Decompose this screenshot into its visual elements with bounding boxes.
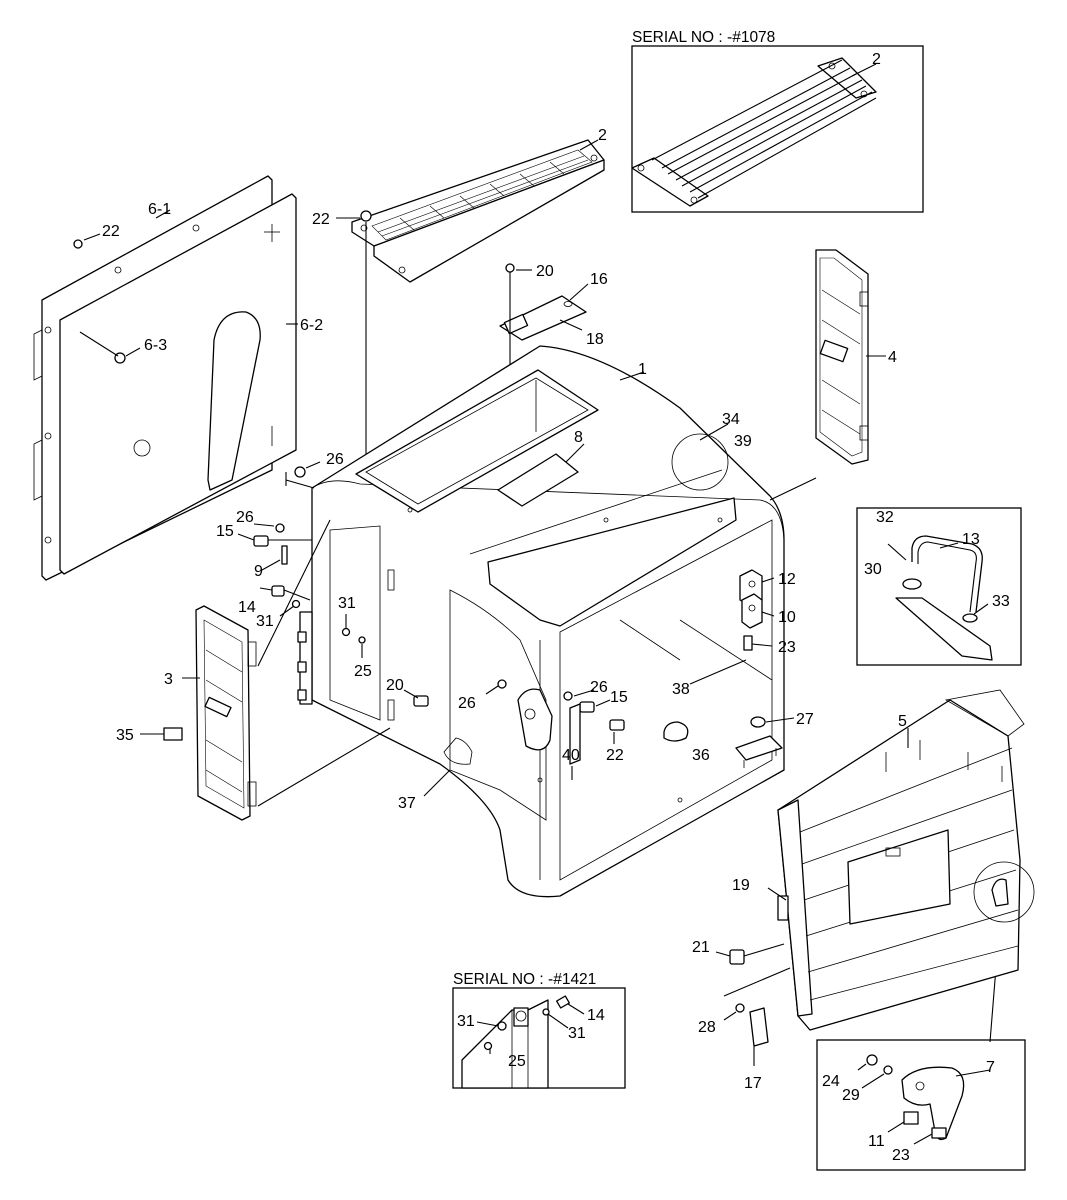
callout-23-inset: 23 [892, 1147, 910, 1164]
callout-31-a: 31 [256, 613, 274, 630]
inset-latch: 24 29 7 11 23 [816, 1039, 1026, 1171]
inset-serial-1421: SERIAL NO : -#1421 31 31 14 25 [452, 971, 626, 1089]
inset-serial-1078: SERIAL NO : -#1078 2 [631, 29, 924, 213]
callout-17: 17 [744, 1075, 762, 1092]
cover-plate-16-18 [499, 263, 589, 506]
front-hardware [403, 659, 747, 797]
callout-6-3: 6-3 [144, 337, 167, 354]
side-panel-6 [33, 175, 298, 581]
callout-8: 8 [574, 429, 583, 446]
callout-2-inset: 2 [872, 51, 881, 68]
callout-35: 35 [116, 727, 134, 744]
callout-31-inset-b: 31 [568, 1025, 586, 1042]
callout-4: 4 [888, 349, 897, 366]
callout-25-inset: 25 [508, 1053, 526, 1070]
callout-2-top: 2 [598, 127, 607, 144]
callout-21: 21 [692, 939, 710, 956]
callout-16: 16 [590, 271, 608, 288]
callout-10: 10 [778, 609, 796, 626]
callout-19: 19 [732, 877, 750, 894]
callout-40: 40 [562, 747, 580, 764]
callout-3: 3 [164, 671, 173, 688]
callout-5: 5 [898, 713, 907, 730]
left-grille-3 [140, 519, 391, 821]
callout-39: 39 [734, 433, 752, 450]
serial-label-top: SERIAL NO : -#1078 [632, 29, 775, 46]
right-grille-4 [769, 249, 886, 501]
callout-28: 28 [698, 1019, 716, 1036]
callout-37: 37 [398, 795, 416, 812]
callout-11: 11 [868, 1133, 885, 1150]
callout-15-mid: 15 [610, 689, 628, 706]
callout-14-left: 14 [238, 599, 256, 616]
callout-22-top: 22 [312, 211, 330, 228]
callout-23-right: 23 [778, 639, 796, 656]
main-frame-1 [311, 345, 785, 898]
callout-18: 18 [586, 331, 604, 348]
callout-12: 12 [778, 571, 796, 588]
callout-26-mid-a: 26 [458, 695, 476, 712]
hinge-hardware [663, 569, 795, 768]
callout-27: 27 [796, 711, 814, 728]
callout-36: 36 [692, 747, 710, 764]
rear-grille-5 [715, 689, 1035, 1066]
callout-20-left: 20 [386, 677, 404, 694]
callout-20-top: 20 [536, 263, 554, 280]
callout-15-left: 15 [216, 523, 234, 540]
callout-22-left: 22 [102, 223, 120, 240]
callout-6-1: 6-1 [148, 201, 171, 218]
callout-26-left: 26 [236, 509, 254, 526]
serial-label-bottom: SERIAL NO : -#1421 [453, 971, 596, 988]
callout-6-2: 6-2 [300, 317, 323, 334]
callout-13: 13 [962, 531, 980, 548]
callout-26-mid-b: 26 [590, 679, 608, 696]
callout-31-b: 31 [338, 595, 356, 612]
callout-26-top: 26 [326, 451, 344, 468]
callout-1: 1 [638, 361, 647, 378]
inset-handle: 32 13 30 33 [856, 507, 1022, 666]
top-grille-2 [336, 139, 605, 470]
callout-14-inset: 14 [587, 1007, 605, 1024]
callout-9: 9 [254, 563, 263, 580]
callout-38: 38 [672, 681, 690, 698]
callout-7: 7 [986, 1059, 995, 1076]
callout-22-mid: 22 [606, 747, 624, 764]
callout-24: 24 [822, 1073, 840, 1090]
left-hardware [237, 461, 366, 705]
callout-30: 30 [864, 561, 882, 578]
callout-32: 32 [876, 509, 894, 526]
callout-34: 34 [722, 411, 740, 428]
callout-25-left: 25 [354, 663, 372, 680]
callout-29: 29 [842, 1087, 860, 1104]
tube-step-part [631, 57, 877, 207]
callout-31-inset-a: 31 [457, 1013, 475, 1030]
callout-33: 33 [992, 593, 1010, 610]
